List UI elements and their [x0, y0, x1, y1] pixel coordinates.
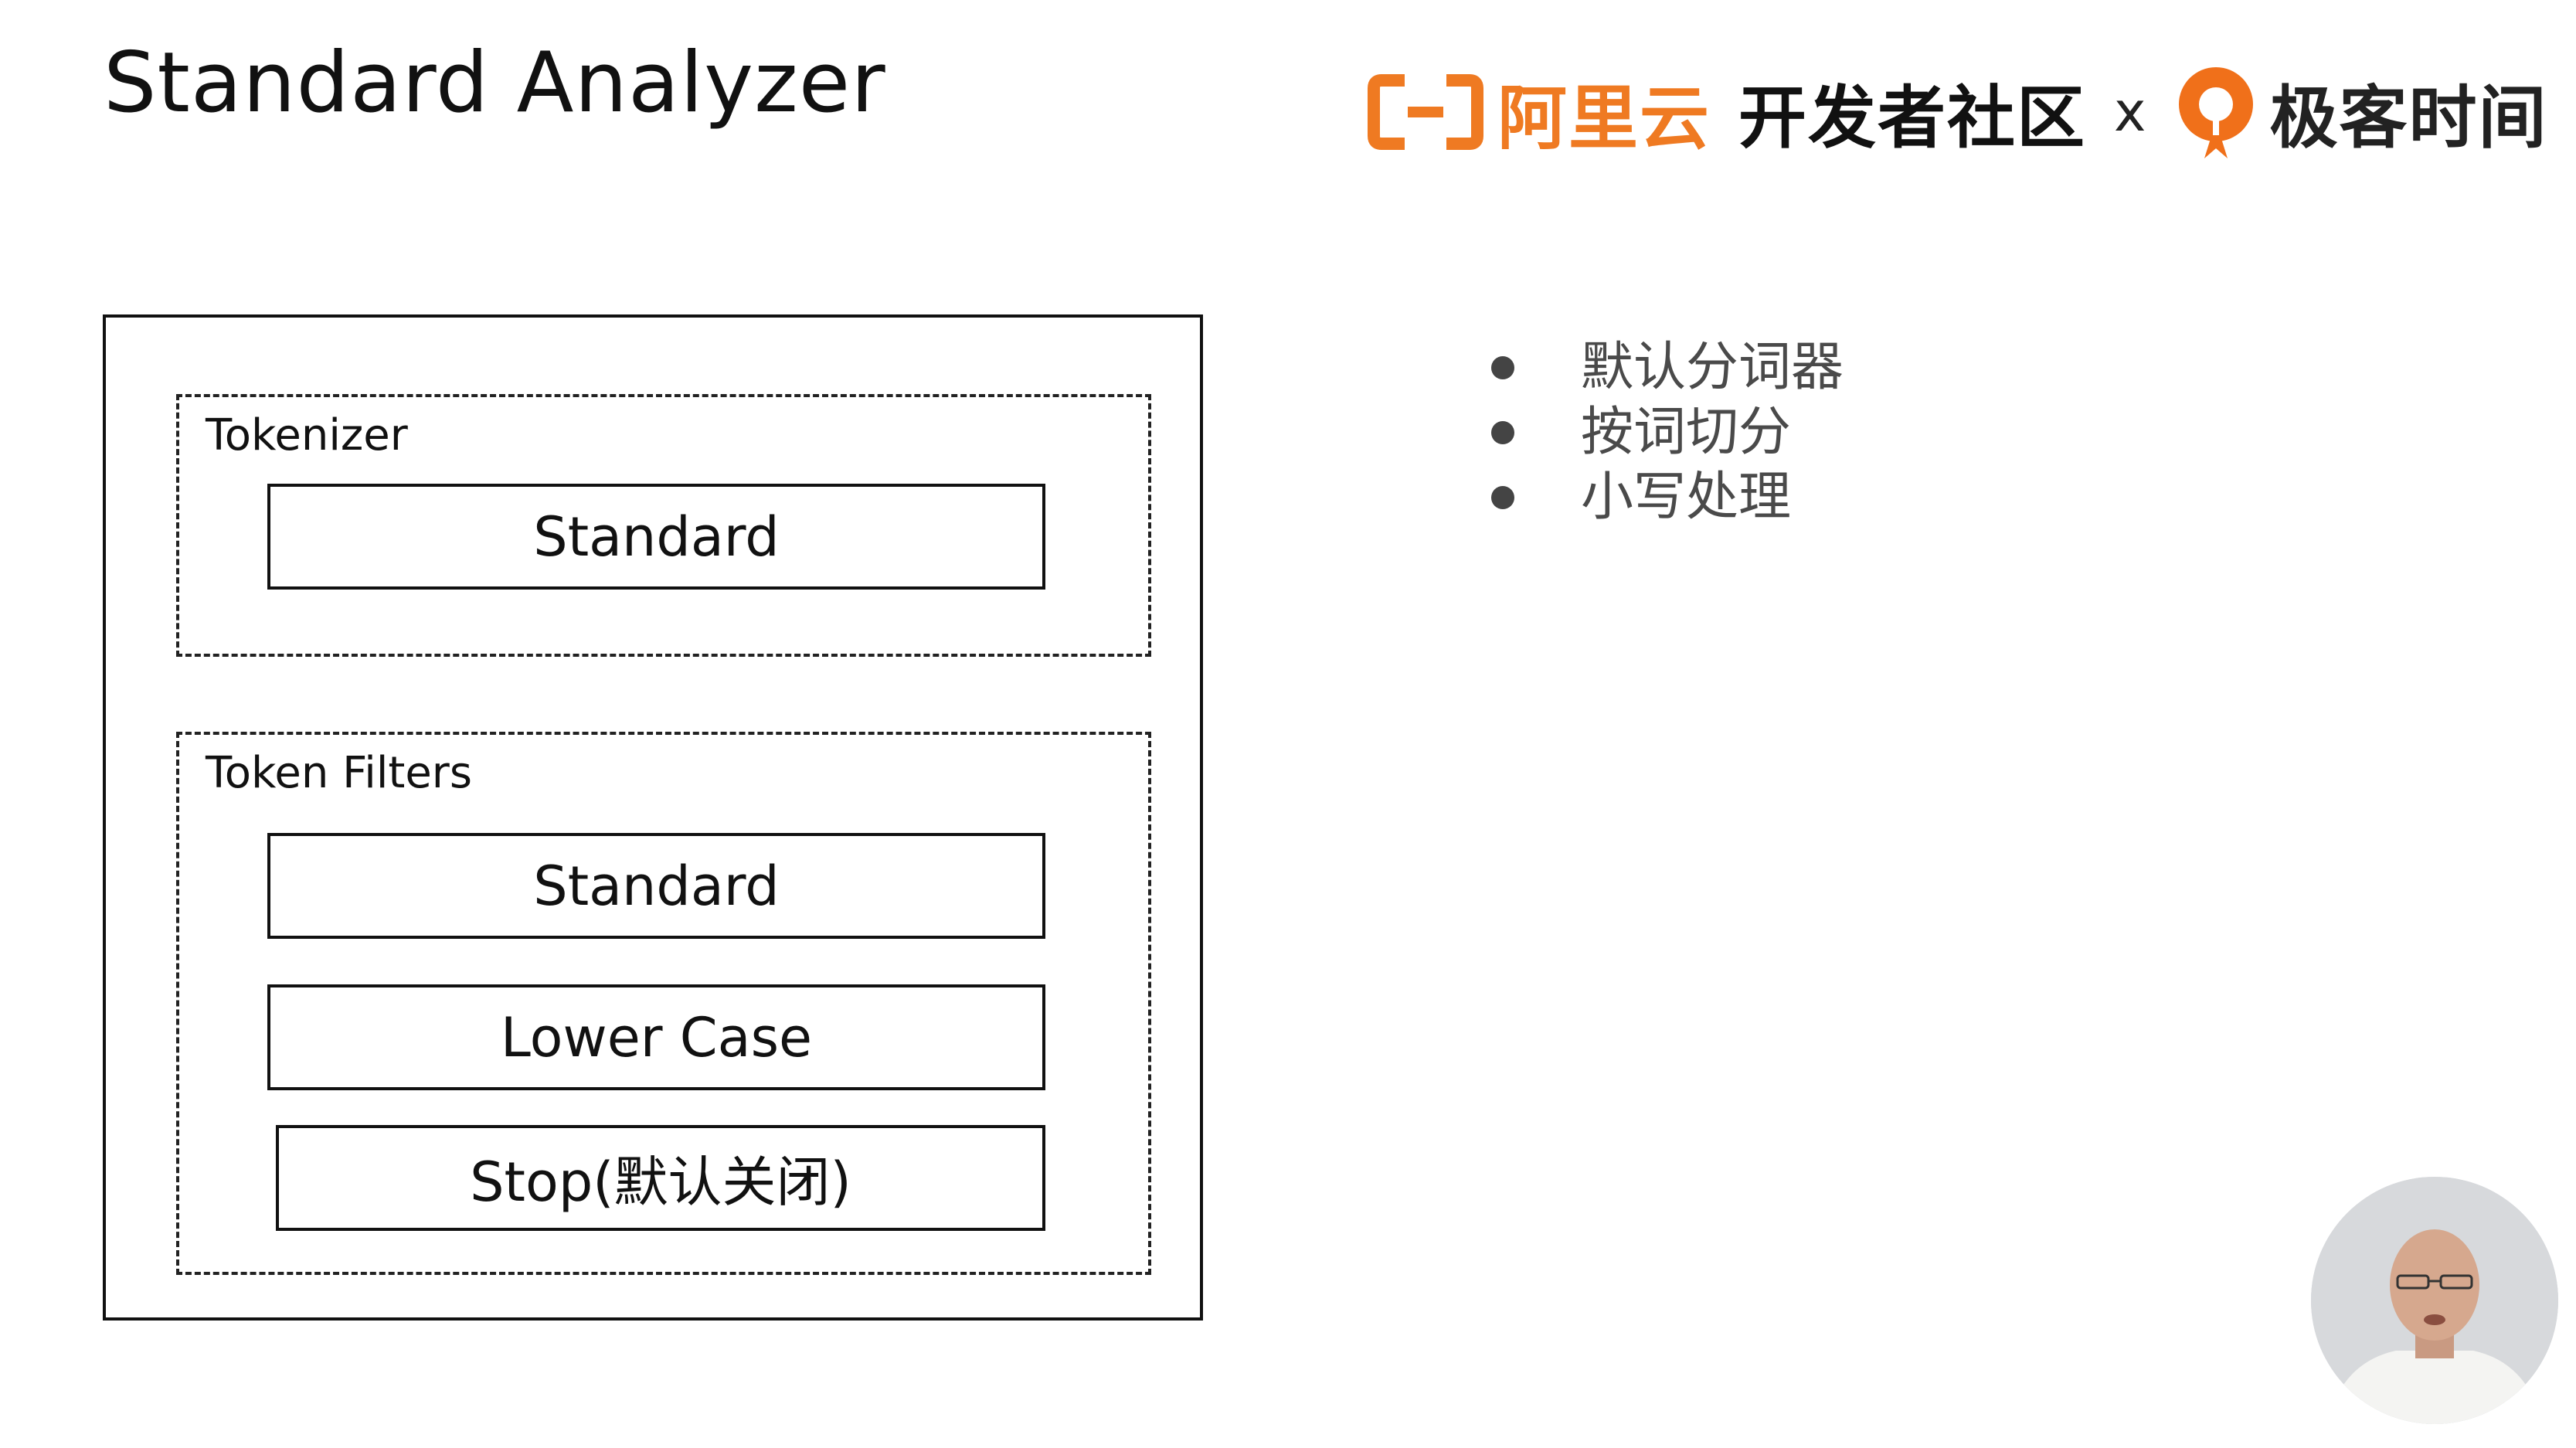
filter-standard-box: Standard: [267, 833, 1045, 939]
partner-logos: 阿里云 开发者社区 x 极客时间: [1368, 54, 2547, 170]
aliyun-logo-text: 阿里云: [1497, 78, 1711, 159]
list-item: 小写处理: [1483, 465, 1844, 530]
aliyun-logo-icon: [1368, 74, 1483, 150]
bullet-dot-icon: [1491, 356, 1514, 379]
tokenizer-label: Tokenizer: [206, 410, 408, 461]
tokenizer-group: Tokenizer Standard: [176, 394, 1151, 657]
logo-separator: x: [2114, 80, 2146, 144]
list-item: 默认分词器: [1483, 335, 1844, 400]
list-item-text: 默认分词器: [1581, 337, 1844, 398]
tokenizer-standard-box: Standard: [267, 484, 1045, 590]
token-filters-group: Token Filters Standard Lower Case Stop(默…: [176, 732, 1151, 1275]
list-item-text: 小写处理: [1581, 467, 1792, 528]
geektime-logo-text: 极客时间: [2269, 77, 2548, 158]
developer-community-text: 开发者社区: [1738, 77, 2087, 158]
token-filters-label: Token Filters: [206, 748, 472, 798]
bullet-dot-icon: [1491, 421, 1514, 444]
feature-list: 默认分词器 按词切分 小写处理: [1483, 335, 1844, 530]
bullet-dot-icon: [1491, 486, 1514, 509]
list-item-text: 按词切分: [1581, 402, 1792, 463]
slide-title: Standard Analyzer: [104, 35, 886, 131]
geektime-logo-icon: [2179, 67, 2254, 158]
list-item: 按词切分: [1483, 400, 1844, 465]
analyzer-diagram: Tokenizer Standard Token Filters Standar…: [103, 314, 1203, 1321]
filter-lowercase-box: Lower Case: [267, 984, 1045, 1090]
presenter-video: [2311, 1177, 2558, 1424]
presenter-avatar-icon: [2311, 1177, 2558, 1424]
filter-stop-box: Stop(默认关闭): [276, 1125, 1045, 1231]
